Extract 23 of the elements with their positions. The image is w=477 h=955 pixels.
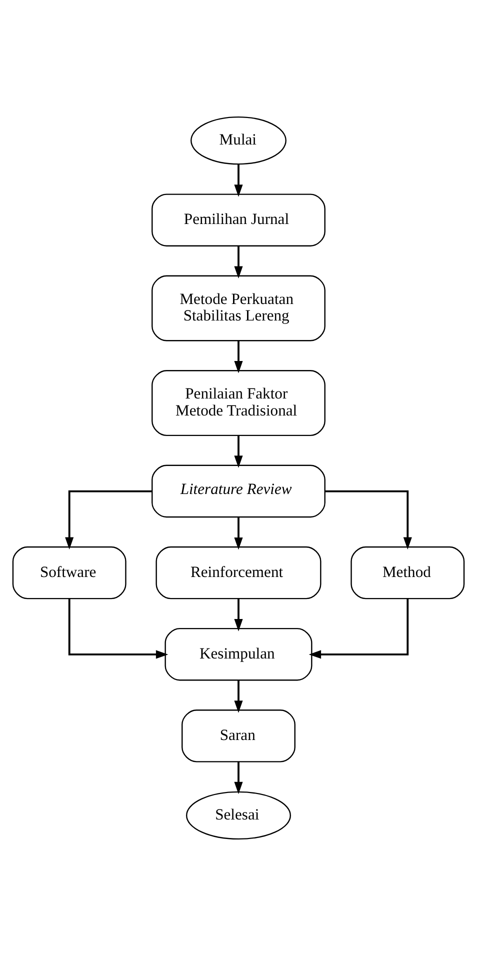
node-box: Saran	[182, 709, 296, 762]
arrow	[234, 164, 243, 196]
node-box: Software	[12, 546, 126, 599]
arrow	[234, 761, 243, 794]
node-box: Reinforcement	[156, 546, 322, 599]
arrow	[234, 680, 243, 712]
node-ellipse: Mulai	[190, 116, 286, 164]
arrow	[68, 598, 168, 658]
arrow	[65, 490, 152, 549]
arrow	[234, 516, 243, 550]
arrow	[325, 490, 412, 549]
node-box: Penilaian Faktor Metode Tradisional	[152, 370, 326, 436]
arrow	[234, 246, 243, 278]
node-ellipse: Selesai	[186, 790, 291, 840]
arrow	[234, 340, 243, 373]
arrow	[234, 598, 243, 631]
node-box: Metode Perkuatan Stabilitas Lereng	[152, 274, 326, 341]
arrow	[234, 435, 243, 468]
arrow	[308, 598, 409, 658]
node-box: Pemilihan Jurnal	[152, 193, 326, 246]
node-box: Literature Review	[152, 464, 326, 518]
node-box: Kesimpulan	[164, 627, 312, 680]
node-box: Method	[350, 546, 465, 599]
